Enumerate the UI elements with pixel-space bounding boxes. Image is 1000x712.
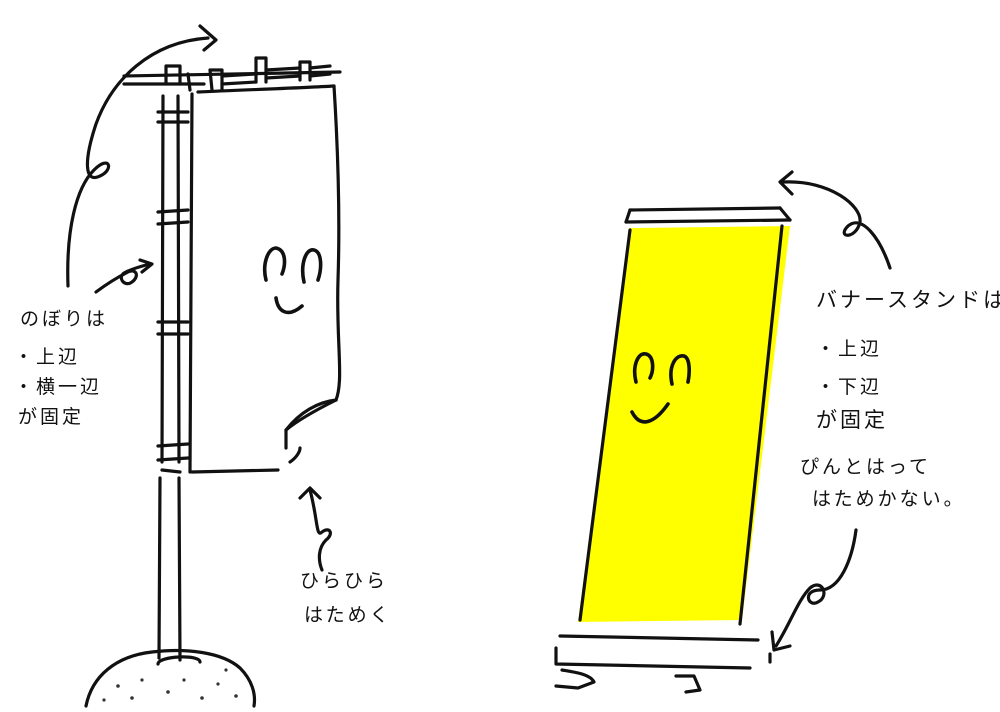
flutter-arrow-icon: [298, 486, 332, 572]
pole-side-clips: [156, 110, 190, 462]
top-bar-curved-arrow-icon: [778, 170, 892, 270]
base-texture-dots: [102, 668, 238, 702]
nobori-base: [84, 648, 257, 708]
side-edge-arrow-icon: [94, 258, 154, 294]
banner-label-line-1: バナースタンドは: [816, 288, 1000, 312]
nobori-flag-illustration: [66, 24, 342, 708]
nobori-label-line-1: のぼりは: [20, 308, 109, 330]
banner-label-line-2: ・上辺: [816, 338, 883, 360]
flutter-label-line-1: ひらひら: [300, 570, 389, 592]
nobori-label-line-3: ・横一辺: [14, 376, 103, 398]
nobori-pole: [157, 94, 182, 662]
banner-yellow-panel: [578, 226, 790, 622]
flutter-label-line-2: はためく: [304, 604, 392, 626]
nobori-label-line-2: ・上辺: [14, 346, 81, 368]
nobori-flag-cloth: [188, 84, 342, 474]
tension-label-line-1: ぴんとはって: [800, 456, 932, 478]
base-curved-arrow-icon: [770, 528, 858, 652]
banner-label-line-4: が固定: [816, 408, 888, 432]
banner-top-bar: [624, 206, 792, 224]
tension-label-line-2: はためかない。: [812, 488, 966, 510]
banner-stand-illustration: [554, 170, 892, 694]
nobori-smiley-face-icon: [262, 246, 323, 315]
banner-smiley-face-icon: [630, 352, 691, 424]
nobori-label-line-4: が固定: [18, 406, 85, 428]
banner-label-line-3: ・下辺: [816, 376, 883, 398]
top-edge-curved-arrow-icon: [66, 24, 218, 288]
crossbar-clips: [208, 56, 332, 92]
banner-left-edge: [578, 228, 632, 622]
banner-right-edge: [738, 224, 784, 626]
banner-base: [554, 634, 772, 694]
